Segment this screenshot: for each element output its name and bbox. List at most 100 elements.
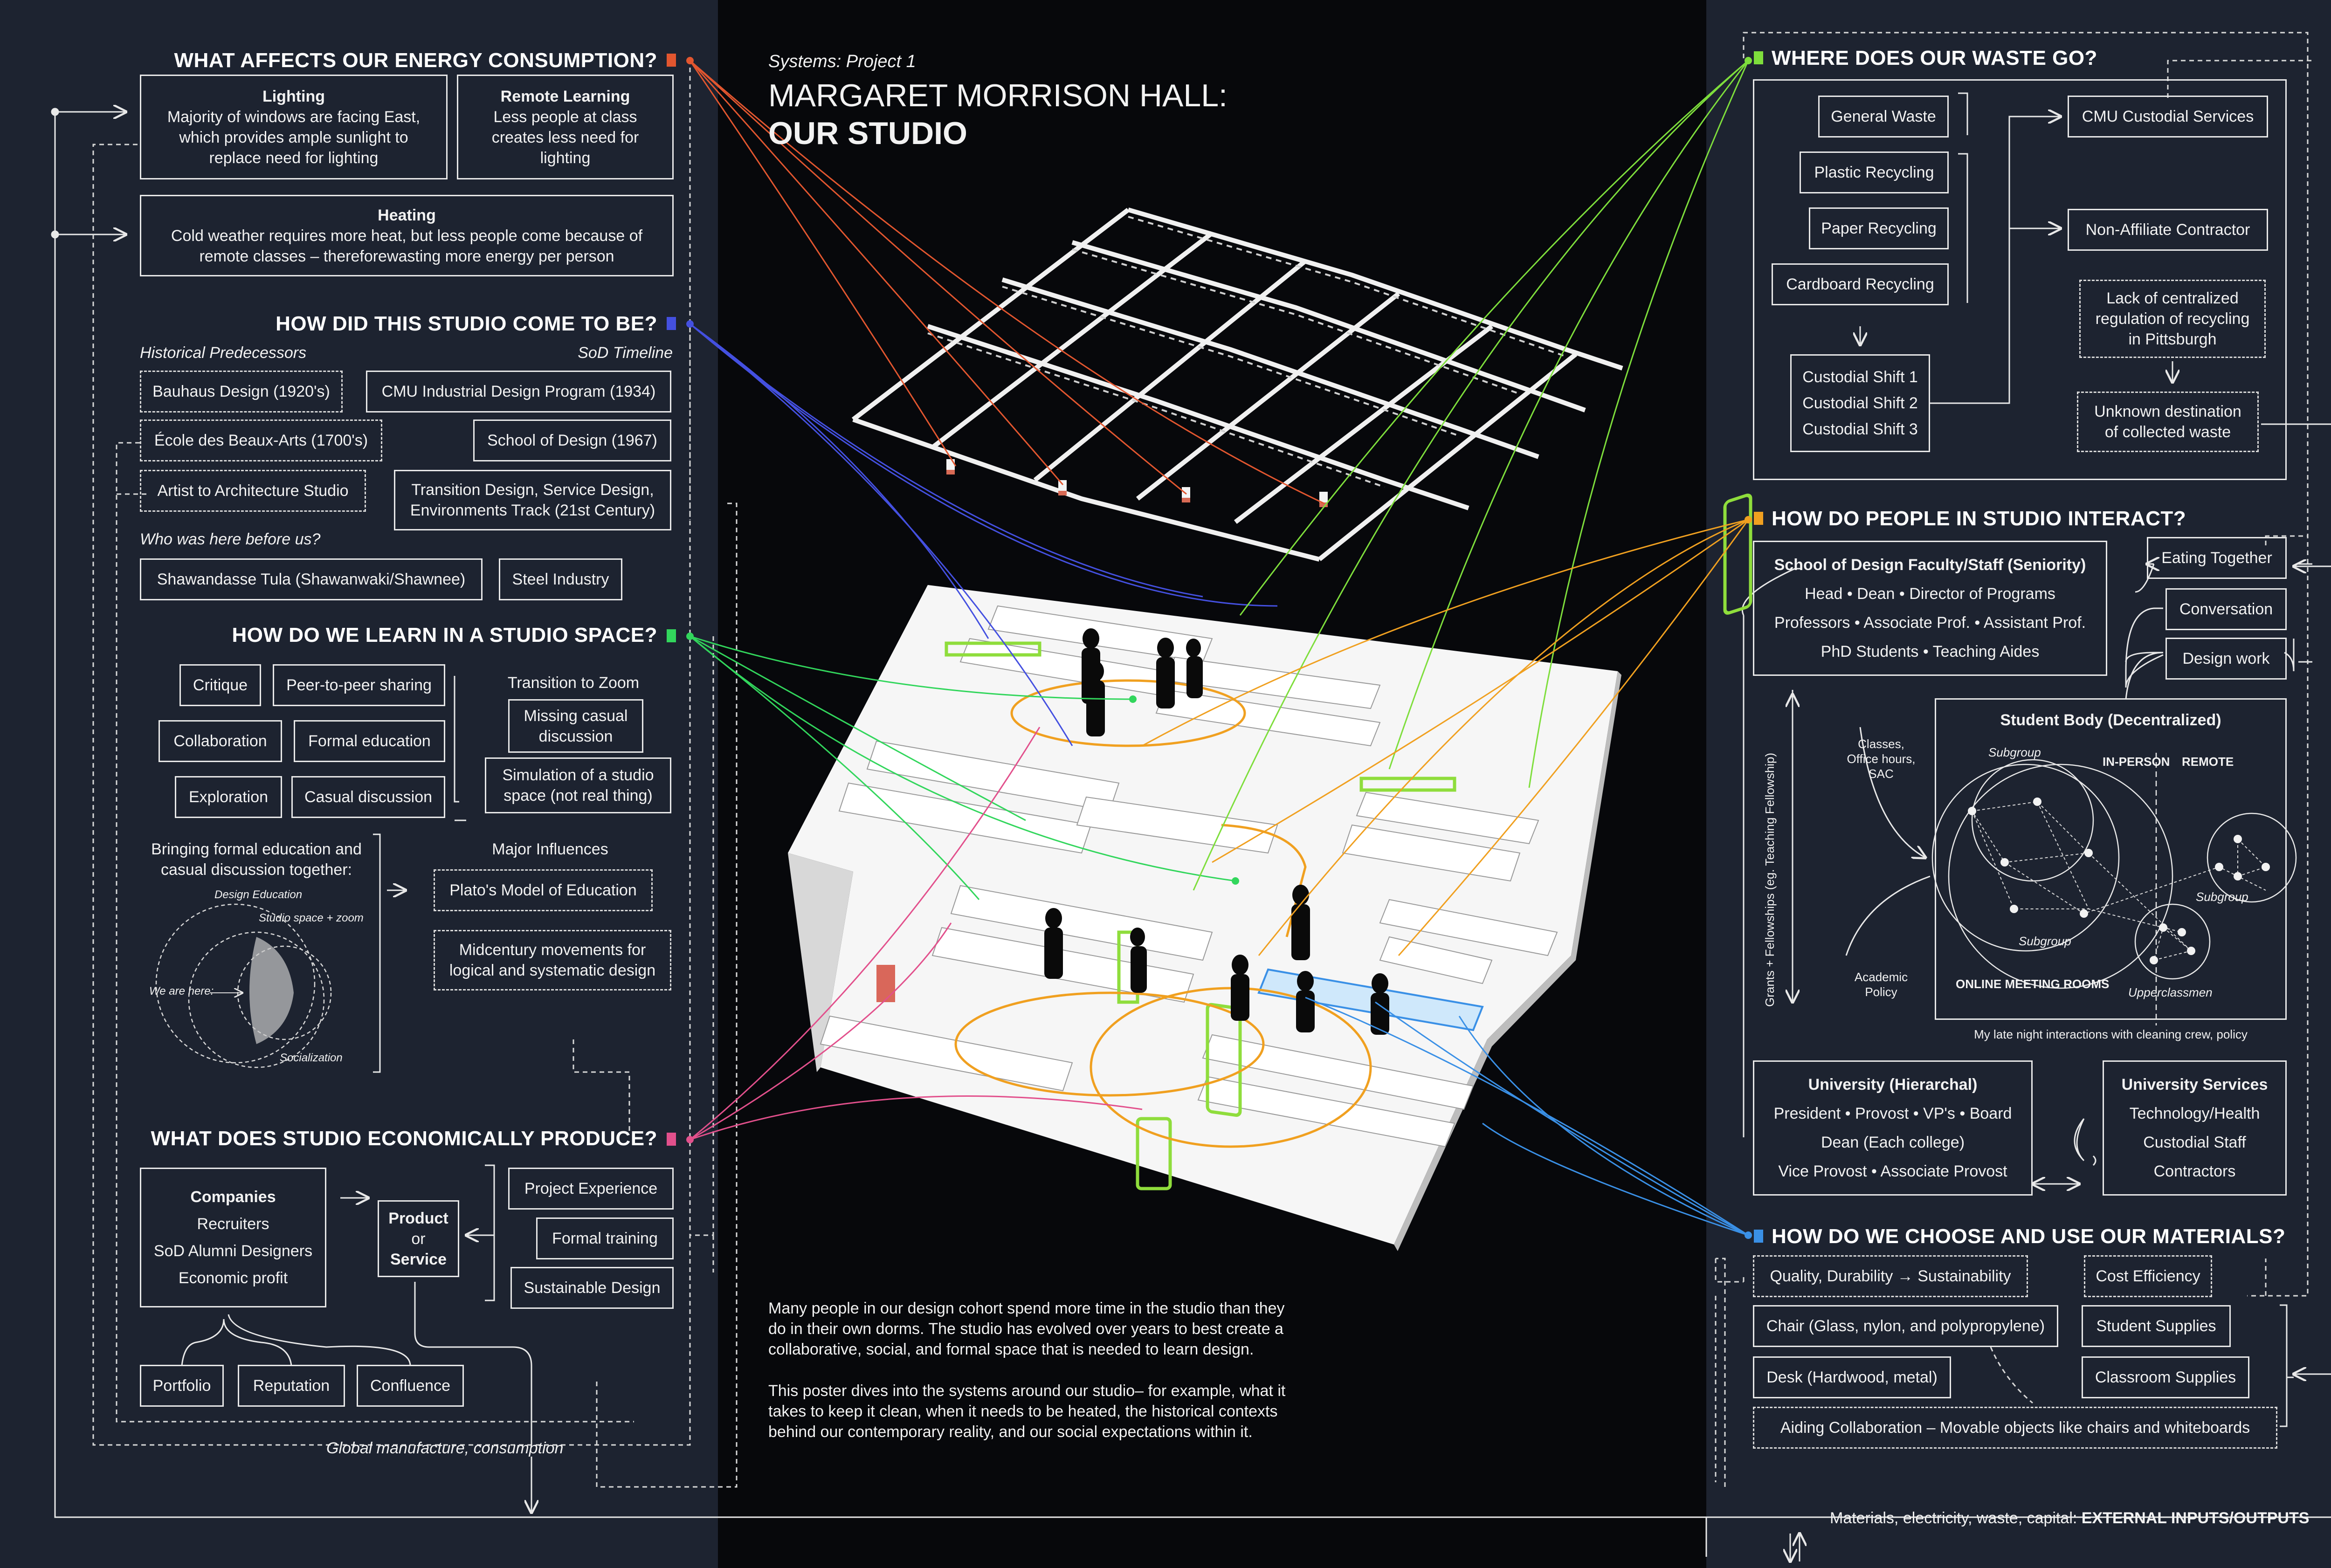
project-experience-box: Project Experience (508, 1168, 674, 1210)
general-waste-box: General Waste (1818, 96, 1949, 138)
venn-social: Socialization (280, 1052, 343, 1064)
ecole-box: École des Beaux-Arts (1700's) (140, 420, 382, 461)
classes-label: Classes,Office hours,SAC (1847, 737, 1916, 781)
casual-box: Casual discussion (291, 776, 445, 818)
artist-studio-box: Artist to Architecture Studio (140, 470, 366, 512)
venn-here: We are here: (149, 985, 214, 997)
materials-title: HOW DO WE CHOOSE AND USE OUR MATERIALS? (1772, 1225, 2286, 1248)
left-panel (0, 0, 718, 1568)
eating-together-box: Eating Together (2147, 537, 2287, 579)
subgroup-label-3: Subgroup (2019, 934, 2071, 948)
custodial-shifts-box: Custodial Shift 1 Custodial Shift 2 Cust… (1790, 354, 1930, 452)
student-supplies-box: Student Supplies (2082, 1305, 2231, 1347)
portfolio-box: Portfolio (140, 1365, 224, 1407)
timeline-label: SoD Timeline (578, 344, 673, 362)
influences-label: Major Influences (492, 840, 608, 858)
transition-design-box: Transition Design, Service Design,Enviro… (394, 470, 671, 530)
venn-studio: Studio space + zoom (259, 912, 364, 924)
university-services-box: University Services Technology/Health Cu… (2103, 1060, 2287, 1196)
design-work-box: Design work (2165, 638, 2287, 680)
page-title: MARGARET MORRISON HALL: (768, 78, 1228, 113)
plastic-box: Plastic Recycling (1800, 151, 1949, 193)
faculty-box: School of Design Faculty/Staff (Seniorit… (1753, 541, 2107, 676)
predecessors-label: Historical Predecessors (140, 344, 307, 362)
companies-box: Companies Recruiters SoD Alumni Designer… (140, 1168, 326, 1307)
section-curves (689, 60, 1749, 1236)
grants-label: Grants + Fellowships (eg. Teaching Fello… (1763, 752, 1777, 1007)
venn-overlap (249, 937, 294, 1044)
formal-box: Formal education (294, 720, 445, 762)
eyebrow: Systems: Project 1 (768, 52, 916, 71)
lighting-box: Lighting Majority of windows are facing … (140, 75, 448, 179)
econ-marker (667, 1133, 676, 1146)
formal-training-box: Formal training (536, 1217, 674, 1259)
econ-title: WHAT DOES STUDIO ECONOMICALLY PRODUCE? (151, 1127, 657, 1150)
history-marker (667, 317, 676, 330)
history-title: HOW DID THIS STUDIO COME TO BE? (276, 312, 657, 335)
learn-title: HOW DO WE LEARN IN A STUDIO SPACE? (232, 624, 657, 646)
external-io-label: Materials, electricity, waste, capital: … (1830, 1509, 2310, 1527)
non-affiliate-box: Non-Affiliate Contractor (2068, 209, 2268, 251)
student-body-box: Student Body (Decentralized) (1935, 698, 2287, 1020)
steel-box: Steel Industry (499, 558, 622, 600)
late-night-label: My late night interactions with cleaning… (1974, 1027, 2248, 1041)
university-box: University (Hierarchal) President • Prov… (1753, 1060, 2033, 1196)
cardboard-box: Cardboard Recycling (1772, 263, 1949, 305)
cmu-id-box: CMU Industrial Design Program (1934) (366, 371, 671, 413)
cost-box: Cost Efficiency (2084, 1255, 2212, 1297)
critique-box: Critique (179, 664, 261, 706)
waste-title: WHERE DOES OUR WASTE GO? (1772, 47, 2097, 69)
shawandasse-box: Shawandasse Tula (Shawanwaki/Shawnee) (140, 558, 483, 600)
quality-box: Quality, Durability → Sustainability (1753, 1255, 2028, 1297)
ceiling-truss (851, 207, 1623, 562)
energy-title: WHAT AFFECTS OUR ENERGY CONSUMPTION? (174, 49, 657, 72)
global-label: Global manufacture, consumption (326, 1439, 564, 1457)
venn-design: Design Education (214, 888, 303, 901)
chair-box: Chair (Glass, nylon, and polypropylene) (1753, 1305, 2058, 1347)
right-panel (1706, 0, 2331, 1568)
sustainable-design-box: Sustainable Design (510, 1267, 674, 1309)
in-person-label: IN-PERSON (2103, 755, 2170, 769)
waste-frame (1753, 79, 2287, 480)
description-p2: This poster dives into the systems aroun… (768, 1382, 1286, 1441)
zoom-label: Transition to Zoom (507, 674, 640, 692)
interact-marker (1754, 512, 1763, 525)
subgroup-label-1: Subgroup (1988, 745, 2041, 759)
bauhaus-box: Bauhaus Design (1920's) (140, 371, 343, 413)
student-network (1931, 753, 2297, 1025)
description-p1: Many people in our design cohort spend m… (768, 1300, 1285, 1358)
plato-box: Plato's Model of Education (434, 869, 653, 911)
classroom-supplies-box: Classroom Supplies (2082, 1356, 2249, 1398)
paper-box: Paper Recycling (1809, 207, 1949, 249)
trash-bin (876, 965, 895, 1002)
learn-marker (667, 629, 676, 642)
online-rooms-label: ONLINE MEETING ROOMS (1956, 977, 2110, 991)
waste-marker (1754, 51, 1763, 64)
subgroup-label-2: Subgroup (2196, 890, 2248, 904)
materials-marker (1754, 1230, 1763, 1243)
desk-box: Desk (Hardwood, metal) (1753, 1356, 1951, 1398)
peer-box: Peer-to-peer sharing (273, 664, 445, 706)
sod-box: School of Design (1967) (473, 420, 671, 461)
before-label: Who was here before us? (140, 530, 321, 548)
confluence-box: Confluence (357, 1365, 464, 1407)
reputation-box: Reputation (238, 1365, 345, 1407)
interact-title: HOW DO PEOPLE IN STUDIO INTERACT? (1772, 507, 2186, 530)
aiding-box: Aiding Collaboration – Movable objects l… (1753, 1407, 2277, 1449)
energy-marker (667, 54, 676, 67)
exploration-box: Exploration (175, 776, 282, 818)
collaboration-box: Collaboration (159, 720, 282, 762)
remote-label: REMOTE (2182, 755, 2234, 769)
desks (820, 605, 1558, 1148)
upperclassmen-label: Upperclassmen (2128, 985, 2213, 999)
